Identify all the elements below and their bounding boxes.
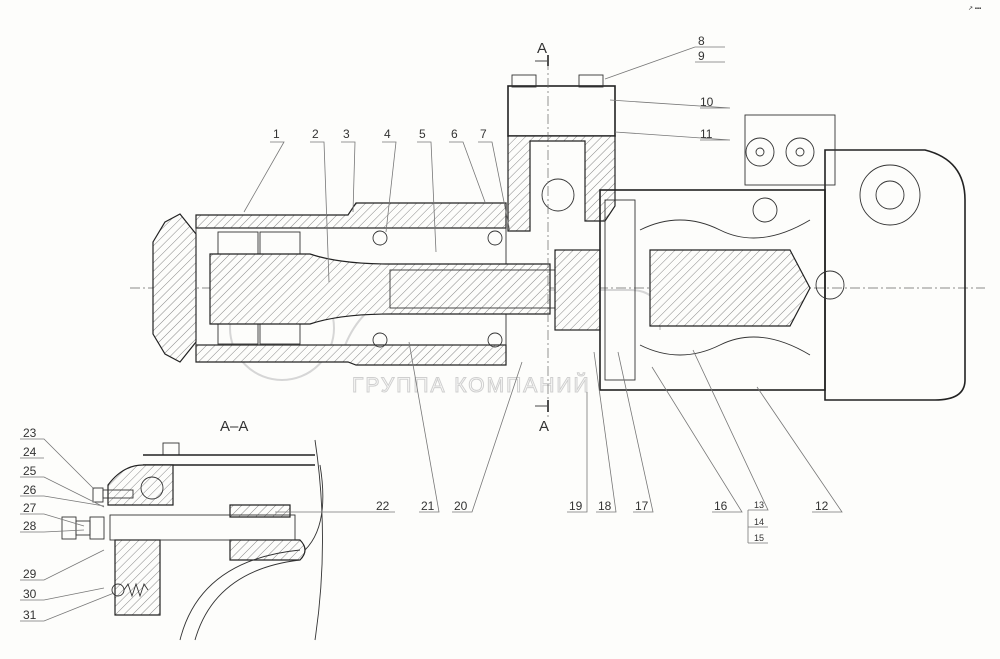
callouts: 1 2 3 4 5 6 7 8 9 10 11 12 13 14 15 16 1… [23, 6, 981, 622]
callout-7: 7 [480, 127, 487, 141]
callout-22: 22 [376, 499, 390, 513]
corner-mark: ↗ ▪▪▪ [968, 6, 981, 12]
callout-31: 31 [23, 608, 37, 622]
housing-lower-wall [195, 344, 507, 366]
eccentric [541, 178, 575, 212]
callout-6: 6 [451, 127, 458, 141]
pump-head [824, 149, 966, 401]
callout-10: 10 [700, 95, 714, 109]
callout-5: 5 [419, 127, 426, 141]
callout-14: 14 [754, 517, 764, 527]
callout-1: 1 [273, 127, 280, 141]
section-marks: A A [535, 40, 549, 435]
leader-lines [20, 46, 843, 622]
callout-28: 28 [23, 519, 37, 533]
watermark-text: ГРУППА КОМПАНИЙ [352, 373, 591, 397]
callout-21: 21 [421, 499, 435, 513]
callout-11: 11 [700, 127, 713, 141]
callout-8: 8 [698, 34, 705, 48]
section-view-a-a: A–A [61, 418, 324, 641]
callout-26: 26 [23, 483, 37, 497]
valve-body [507, 135, 616, 232]
callout-27: 27 [23, 501, 37, 515]
housing-upper-wall [195, 202, 507, 229]
callout-20: 20 [454, 499, 468, 513]
section-mark-bottom: A [539, 418, 549, 435]
callout-30: 30 [23, 587, 37, 601]
callout-3: 3 [343, 127, 350, 141]
bolt [511, 74, 537, 88]
callout-29: 29 [23, 567, 37, 581]
regulator [744, 114, 836, 186]
callout-25: 25 [23, 464, 37, 478]
callout-19: 19 [569, 499, 583, 513]
callout-17: 17 [635, 499, 649, 513]
section-view-title: A–A [220, 418, 248, 435]
callout-9: 9 [698, 49, 705, 63]
tapered-bearings [217, 230, 503, 348]
callout-13: 13 [754, 500, 764, 510]
piston-block [649, 249, 811, 327]
callout-23: 23 [23, 426, 37, 440]
callout-2: 2 [312, 127, 319, 141]
drive-shaft [209, 253, 551, 325]
callout-18: 18 [598, 499, 612, 513]
callout-4: 4 [384, 127, 391, 141]
section-mark-top: A [537, 40, 547, 57]
gear [554, 249, 601, 331]
callout-15: 15 [754, 533, 764, 543]
yoke-flange [152, 213, 197, 363]
bolt [578, 74, 604, 88]
callout-16: 16 [714, 499, 728, 513]
callout-24: 24 [23, 445, 37, 459]
cover-plate [507, 85, 616, 137]
callout-12: 12 [815, 499, 829, 513]
